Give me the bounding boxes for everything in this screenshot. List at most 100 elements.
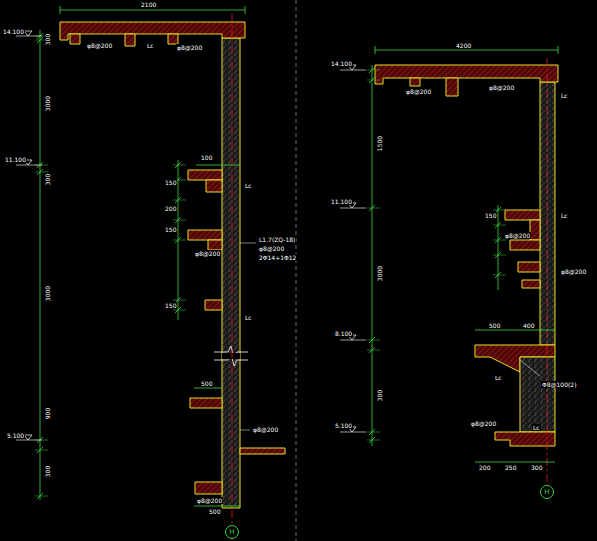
annotation-text: 100 — [200, 154, 213, 161]
annotation-text: 150 — [484, 212, 497, 219]
annotation-text: 400 — [522, 322, 535, 329]
annotation-text: φ8@200 — [470, 420, 497, 427]
drawing-line — [173, 200, 186, 201]
slab — [518, 262, 540, 272]
annotation-text: 2100 — [140, 1, 157, 8]
drawing-line — [367, 208, 380, 209]
drawing-line — [367, 350, 380, 351]
roof-slab — [375, 65, 558, 84]
beam — [168, 34, 178, 44]
slab — [206, 180, 222, 192]
annotation-text: φ8@200 — [560, 268, 587, 275]
annotation-text: φ8@200 — [196, 497, 223, 504]
drawing-line — [493, 225, 506, 226]
drawing-line — [493, 210, 506, 211]
drawing-line — [367, 70, 380, 71]
drawing-line — [16, 36, 42, 37]
dimension-text: 300 — [44, 173, 51, 186]
drawing-line — [173, 300, 186, 301]
elevation-mark — [24, 435, 32, 440]
drawing-line — [367, 432, 380, 433]
drawing-line — [245, 6, 246, 14]
drawing-line — [367, 340, 380, 341]
drawing-line — [340, 432, 366, 433]
slab — [510, 240, 540, 250]
annotation-text: Φ8@100(2) — [541, 381, 578, 388]
annotation-text: 8.100 — [334, 330, 353, 337]
dimension-text: 3000 — [45, 285, 52, 302]
beam — [70, 34, 80, 44]
beam — [125, 34, 135, 46]
annotation-text: φ8@200 — [258, 245, 285, 252]
slab — [208, 240, 222, 250]
drawing-line — [558, 46, 559, 54]
dimension-text: 300 — [44, 33, 51, 46]
drawing-line — [240, 430, 250, 431]
annotation-text: 14.100 — [2, 28, 25, 35]
annotation-text: Lc — [560, 92, 569, 99]
footing — [495, 432, 555, 446]
annotation-text: Lc — [494, 374, 503, 381]
wall — [540, 82, 555, 345]
slab — [205, 300, 222, 310]
annotation-text: φ8@200 — [504, 232, 531, 239]
drawing-line — [340, 340, 366, 341]
drawing-line — [196, 165, 240, 166]
slab — [505, 210, 540, 220]
dimension-text: 3000 — [377, 265, 384, 282]
annotation-text: φ8@200 — [252, 426, 279, 433]
slab — [530, 220, 540, 240]
drawing-line — [173, 165, 186, 166]
roof-slab — [60, 22, 245, 40]
drawing-line — [173, 220, 186, 221]
break-mark — [214, 346, 248, 366]
drawing-line — [340, 208, 366, 209]
annotation-text: 300 — [530, 464, 543, 471]
annotation-text: 5.100 — [334, 422, 353, 429]
drawing-line — [475, 462, 555, 463]
annotation-text: 500 — [200, 380, 213, 387]
dimension-text: 300 — [376, 389, 383, 402]
lower-wall — [520, 357, 555, 432]
beam — [446, 78, 458, 96]
drawing-line — [194, 388, 222, 389]
drawing-line — [60, 6, 61, 14]
drawing-line — [493, 275, 506, 276]
dimension-text: 900 — [44, 407, 51, 420]
annotation-text: φ8@200 — [488, 84, 515, 91]
annotation-text: Lc — [244, 182, 253, 189]
dimension-text: 1500 — [377, 135, 384, 152]
annotation-text: 11.100 — [4, 156, 27, 163]
drawing-line — [16, 165, 42, 166]
annotation-text: L1.7(ZQ-18) — [258, 236, 296, 243]
annotation-text: 4200 — [455, 42, 472, 49]
annotation-text: 500 — [208, 508, 221, 515]
annotation-text: 200 — [164, 205, 177, 212]
drawing-line — [173, 240, 186, 241]
drawing-line — [340, 70, 366, 71]
drawing-line — [372, 65, 373, 446]
slab — [188, 230, 222, 240]
drawing-line — [232, 14, 233, 526]
drawing-line — [493, 255, 506, 256]
dimension-text: 3000 — [45, 95, 52, 112]
axis-label: H — [229, 529, 234, 536]
annotation-text: 250 — [504, 464, 517, 471]
drawing-line — [240, 243, 256, 244]
drawing-line — [375, 50, 558, 51]
drawing-line — [520, 360, 540, 376]
annotation-text: Lc — [532, 424, 541, 431]
axis-circle: H — [540, 485, 554, 499]
annotation-text: 150 — [164, 226, 177, 233]
slab — [522, 280, 540, 288]
annotation-text: Lc — [146, 42, 155, 49]
annotation-text: 2Φ14+1Φ12 — [258, 254, 297, 261]
drawing-line — [173, 310, 186, 311]
drawing-line — [60, 10, 245, 11]
slab — [190, 398, 222, 408]
axis-label: H — [544, 489, 549, 496]
annotation-text: 14.100 — [330, 60, 353, 67]
drawing-line — [35, 496, 48, 497]
annotation-text: 150 — [164, 179, 177, 186]
